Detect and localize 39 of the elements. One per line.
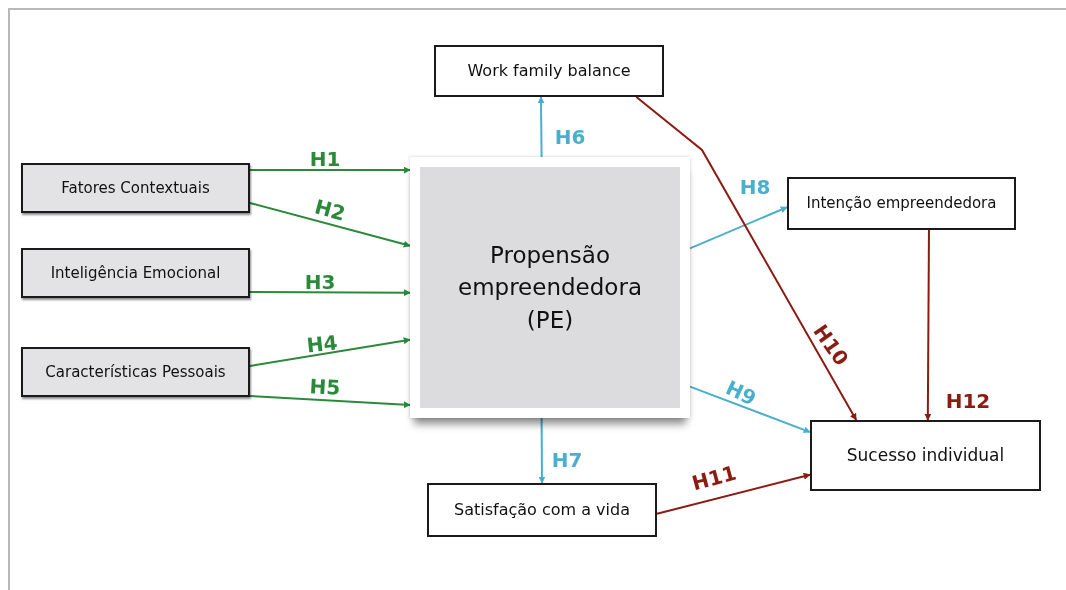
arrow — [635, 96, 858, 421]
edge-label: H2 — [312, 196, 348, 224]
arrow — [689, 385, 811, 434]
box-label: Propensão empreendedora (PE) — [457, 241, 643, 335]
edge-label: H12 — [945, 391, 991, 411]
arrow — [689, 206, 788, 250]
arrow — [537, 96, 545, 158]
box-label: Características Pessoais — [44, 361, 227, 383]
arrow — [538, 417, 546, 484]
edge-label: H6 — [554, 127, 586, 147]
edge-label: H11 — [689, 462, 739, 494]
construct-box — [434, 45, 664, 97]
arrow — [924, 229, 932, 421]
box-label: Sucesso individual — [845, 443, 1006, 467]
arrow — [249, 202, 411, 248]
edge-label: H8 — [739, 177, 771, 197]
edge-label: H7 — [551, 450, 583, 470]
arrow — [656, 472, 811, 515]
arrow — [249, 289, 411, 297]
construct-box — [810, 420, 1041, 491]
arrow — [249, 337, 411, 367]
construct-box — [21, 163, 250, 213]
edge-label: H3 — [304, 272, 336, 292]
box-label: Inteligência Emocional — [49, 262, 222, 284]
edge-label: H1 — [309, 149, 341, 169]
arrow — [249, 166, 411, 174]
construct-box — [427, 483, 657, 537]
construct-box — [21, 248, 250, 298]
box-label: Intenção empreendedora — [805, 193, 998, 214]
edge-label: H4 — [305, 332, 339, 356]
box-label: Fatores Contextuais — [60, 177, 211, 199]
construct-card — [410, 157, 690, 418]
edge-label: H9 — [722, 377, 760, 409]
box-label: Satisfação com a vida — [453, 498, 631, 521]
box-label: Work family balance — [466, 59, 632, 82]
arrow — [249, 395, 411, 409]
construct-box — [21, 347, 250, 397]
edge-label: H5 — [309, 376, 341, 398]
construct-box — [787, 177, 1016, 230]
